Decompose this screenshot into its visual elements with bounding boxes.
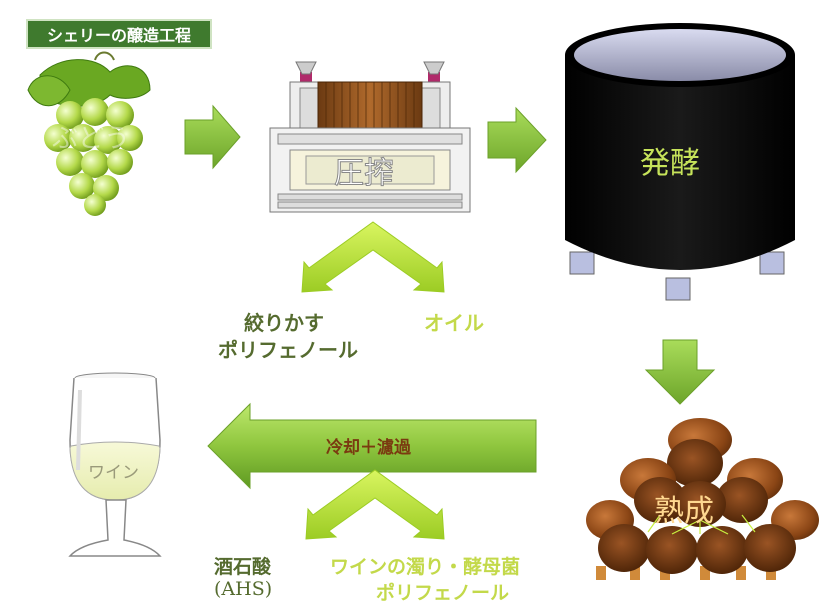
grape-label: ぶどう [52,124,131,154]
press-machine-illustration [269,61,471,213]
wine-glass-illustration [68,372,162,557]
byproduct-oil: オイル [424,311,484,335]
byproduct-wine-sediment-yeast: ワインの濁り・酵母菌 [330,556,521,578]
wine-label: ワイン [88,463,139,483]
chill-filter-label: 冷却＋濾過 [326,438,411,458]
arrow-grape-to-press [184,104,241,170]
press-label: 圧搾 [334,156,395,192]
arrow-chill-filter [207,402,537,490]
split-arrows-press [301,221,445,293]
byproduct-pomace: 絞りかす [244,311,324,335]
arrow-tank-to-aging [644,339,716,405]
split-arrows-chill [305,469,445,540]
arrow-press-to-tank [487,106,547,174]
byproduct-ahs: (AHS) [214,578,273,600]
fermentation-tank-illustration [565,23,795,301]
byproduct-tartaric-acid: 酒石酸 [214,556,272,578]
fermentation-label: 発酵 [640,146,700,181]
page-title-text: シェリーの醸造工程 [46,26,191,45]
page-title: シェリーの醸造工程 [26,19,212,49]
aging-label: 熟成 [654,494,714,529]
aging-barrels-illustration [586,418,819,580]
byproduct-polyphenol-press: ポリフェノール [218,338,358,362]
grape-illustration [27,51,151,216]
byproduct-polyphenol-chill: ポリフェノール [376,582,510,604]
